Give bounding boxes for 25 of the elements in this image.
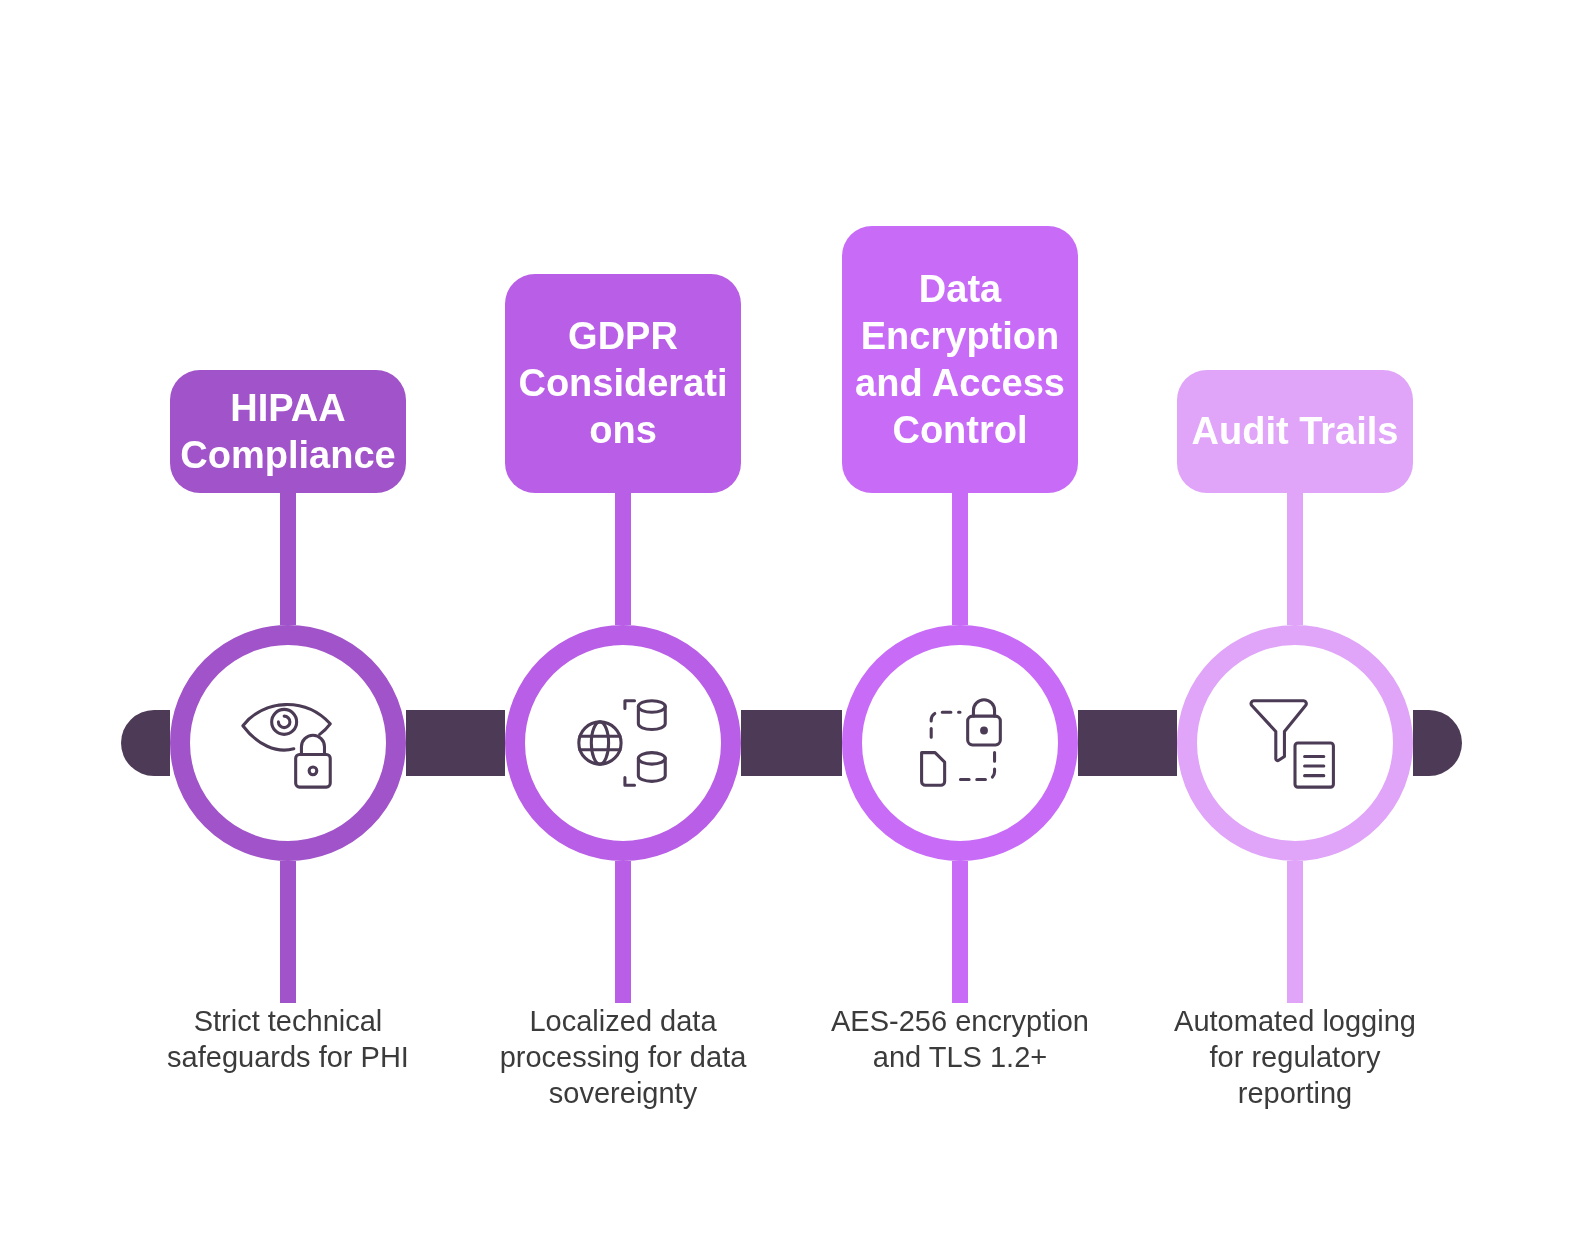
description-text: AES-256 encryption and TLS 1.2+ [827,1003,1093,1075]
connector-line [952,861,968,1003]
ring-circle [170,625,406,861]
description-text: Automated logging for regulatory reporting [1162,1003,1428,1111]
timeline-bar [741,710,842,776]
ring-circle [842,625,1078,861]
heading-box: GDPR Considerations [505,274,741,493]
heading-box: HIPAA Compliance [170,370,406,493]
description-text: Strict technical safeguards for PHI [155,1003,421,1075]
timeline-bar [1078,710,1177,776]
connector-line [280,861,296,1003]
description-text: Localized data processing for data sovereignty [490,1003,756,1111]
connector-line [952,493,968,625]
timeline-bar [406,710,505,776]
ring-circle [1177,625,1413,861]
connector-line [1287,493,1303,625]
connector-line [615,493,631,625]
heading-box: Data Encryption and Access Control [842,226,1078,493]
connector-line [615,861,631,1003]
timeline-bar-end [1413,710,1462,776]
connector-line [280,493,296,625]
heading-box: Audit Trails [1177,370,1413,493]
connector-line [1287,861,1303,1003]
timeline-bar-end [121,710,170,776]
ring-circle [505,625,741,861]
